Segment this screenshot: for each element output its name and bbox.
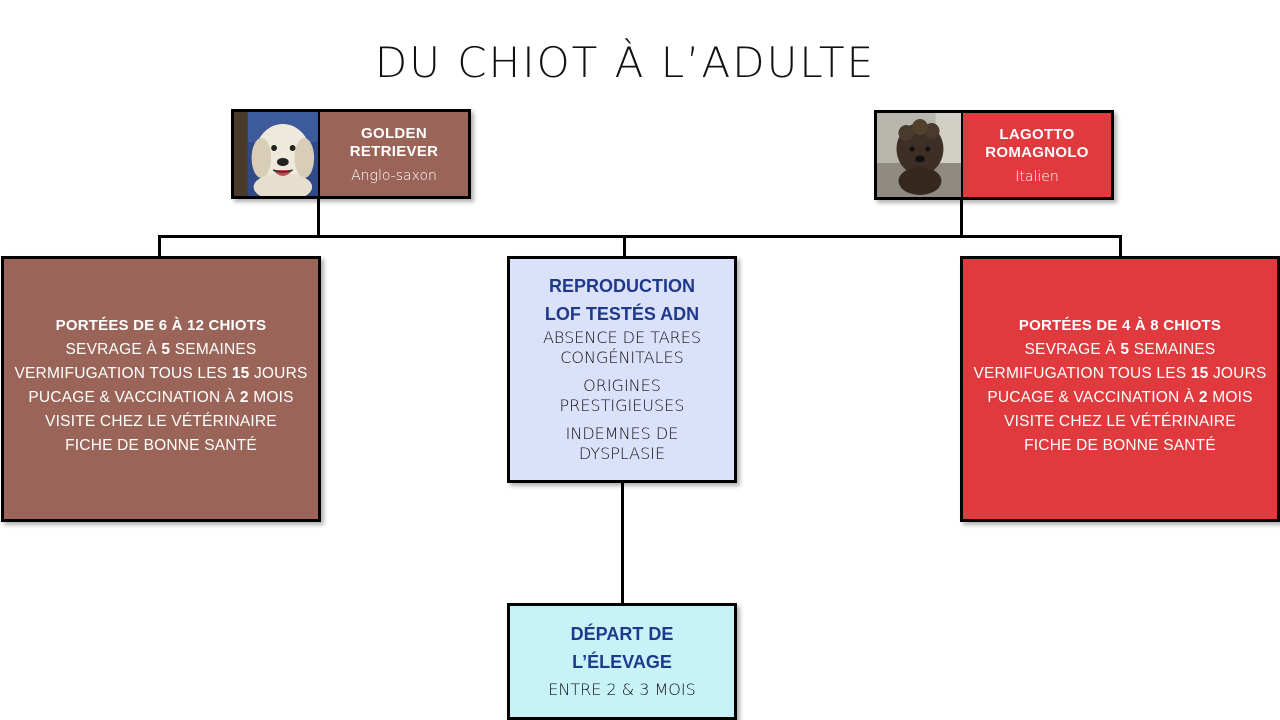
pucage-number: 2 [1198,389,1208,406]
dysplasie-line1: INDEMNES DE [565,423,679,443]
departure-age: ENTRE 2 & 3 MOIS [548,679,696,699]
breed-name-line1: LAGOTTO [999,125,1075,143]
pucage-number: 2 [239,389,249,406]
connector-center-drop [623,235,626,257]
litter-size-heading: PORTÉES DE 6 À 12 CHIOTS [55,317,267,334]
vermifugation-line: VERMIFUGATION TOUS LES 15 JOURS [14,362,307,386]
origines-line2: PRESTIGIEUSES [559,395,685,415]
dysplasie-line2: DYSPLASIE [578,443,666,463]
vet-visit-line: VISITE CHEZ LE VÉTÉRINAIRE [45,413,277,430]
departure-heading-line2: L’ÉLEVAGE [572,651,672,672]
golden-retriever-label: GOLDEN RETRIEVER Anglo-saxon [320,112,468,196]
breed-name-line2: ROMAGNOLO [985,143,1089,161]
vermifugation-number: 15 [1190,365,1209,382]
vermifugation-unit: JOURS [1208,365,1267,382]
lof-heading: LOF TESTÉS ADN [544,303,700,324]
health-sheet-line: FICHE DE BONNE SANTÉ [65,437,257,454]
breed-origin: Italien [1015,168,1059,185]
breed-card-golden-retriever: GOLDEN RETRIEVER Anglo-saxon [231,109,471,199]
pucage-line: PUCAGE & VACCINATION À 2 MOIS [28,386,293,410]
breed-origin: Anglo-saxon [351,167,437,184]
connector-golden-down [317,197,320,238]
tares-line2: CONGÉNITALES [560,347,684,367]
sevrage-unit: SEMAINES [170,341,257,358]
sevrage-line: SEVRAGE À 5 SEMAINES [1025,338,1216,362]
golden-litter-box: PORTÉES DE 6 À 12 CHIOTS SEVRAGE À 5 SEM… [1,256,321,522]
pucage-unit: MOIS [248,389,294,406]
connector-horizontal [158,235,1122,238]
vermifugation-text: VERMIFUGATION TOUS LES [973,365,1191,382]
connector-left-drop [158,235,161,256]
sevrage-unit: SEMAINES [1129,341,1216,358]
connector-center-to-bottom [621,482,624,605]
health-sheet-line: FICHE DE BONNE SANTÉ [1024,437,1216,454]
sevrage-number: 5 [1120,341,1130,358]
litter-size-heading: PORTÉES DE 4 À 8 CHIOTS [1018,317,1222,334]
lagotto-romagnolo-photo-icon [877,113,963,197]
pucage-line: PUCAGE & VACCINATION À 2 MOIS [987,386,1252,410]
breed-name-line1: GOLDEN [361,124,427,142]
golden-retriever-photo-icon [234,112,320,196]
lagotto-litter-box: PORTÉES DE 4 À 8 CHIOTS SEVRAGE À 5 SEMA… [960,256,1280,522]
pucage-text: PUCAGE & VACCINATION À [987,389,1199,406]
sevrage-line: SEVRAGE À 5 SEMAINES [66,338,257,362]
departure-heading-line1: DÉPART DE [570,623,674,644]
sevrage-text: SEVRAGE À [65,341,162,358]
pucage-unit: MOIS [1207,389,1253,406]
lagotto-romagnolo-label: LAGOTTO ROMAGNOLO Italien [963,113,1111,197]
connector-lagotto-down [960,198,963,238]
reproduction-box: REPRODUCTION LOF TESTÉS ADN ABSENCE DE T… [507,256,737,483]
sevrage-number: 5 [161,341,171,358]
origines-line1: ORIGINES [583,375,661,395]
vermifugation-unit: JOURS [249,365,308,382]
vermifugation-text: VERMIFUGATION TOUS LES [14,365,232,382]
tares-line1: ABSENCE DE TARES [542,327,702,347]
vermifugation-number: 15 [231,365,250,382]
connector-right-drop [1119,235,1122,256]
reproduction-heading: REPRODUCTION [548,275,695,296]
page-title: DU CHIOT À L’ADULTE [374,38,876,87]
breed-card-lagotto-romagnolo: LAGOTTO ROMAGNOLO Italien [874,110,1114,200]
vermifugation-line: VERMIFUGATION TOUS LES 15 JOURS [973,362,1266,386]
sevrage-text: SEVRAGE À [1024,341,1121,358]
vet-visit-line: VISITE CHEZ LE VÉTÉRINAIRE [1004,413,1236,430]
breed-name-line2: RETRIEVER [349,142,439,160]
pucage-text: PUCAGE & VACCINATION À [28,389,240,406]
departure-box: DÉPART DE L’ÉLEVAGE ENTRE 2 & 3 MOIS [507,603,737,720]
